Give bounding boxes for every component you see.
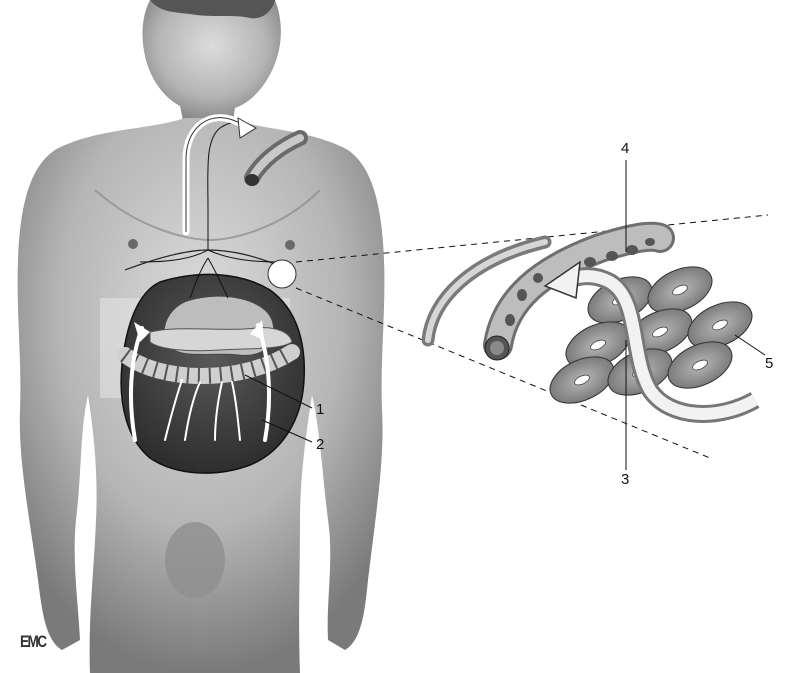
callout-2: 2 <box>316 437 324 452</box>
left-nipple <box>128 239 138 249</box>
lymph-node-icon <box>268 260 296 288</box>
pancreas <box>150 328 292 351</box>
right-nipple <box>285 240 295 250</box>
vessel-opening <box>245 174 259 186</box>
abdominal-cavity <box>121 274 304 473</box>
callout-5: 5 <box>765 356 773 371</box>
emc-logo: EMC <box>20 632 45 652</box>
vessel-opening <box>490 341 504 355</box>
callout-1: 1 <box>316 402 324 417</box>
callout-4: 4 <box>621 141 629 156</box>
callout-3: 3 <box>621 472 629 487</box>
head <box>143 0 281 130</box>
pelvis-shading <box>165 522 225 598</box>
leader-5 <box>735 335 765 355</box>
magnified-detail <box>428 237 759 414</box>
